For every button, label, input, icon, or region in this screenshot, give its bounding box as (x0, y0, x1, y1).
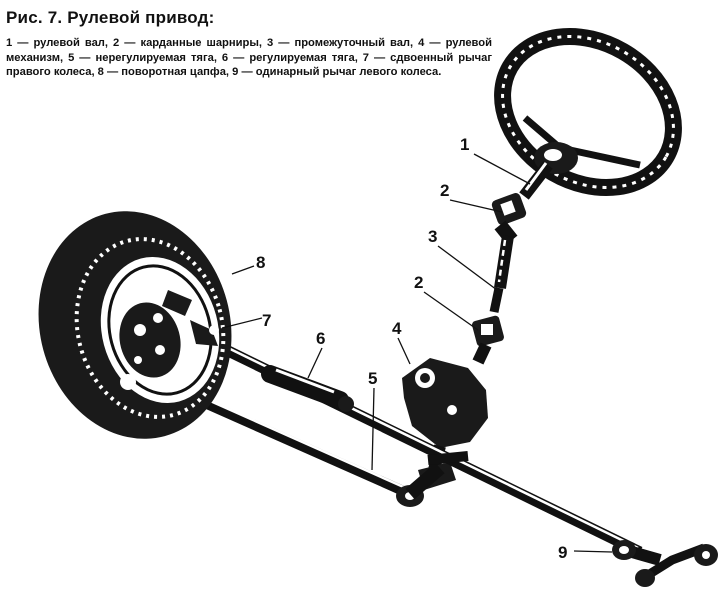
upper-cardan-joint (491, 193, 527, 245)
single-lever (612, 540, 718, 587)
pitman-arm (405, 451, 469, 500)
callout-8: 8 (256, 253, 265, 272)
double-lever (190, 320, 219, 346)
callout-9: 9 (558, 543, 567, 562)
callout-2-upper: 2 (440, 181, 449, 200)
figure-caption: 1 — рулевой вал, 2 — карданные шарниры, … (6, 37, 492, 78)
steering-wheel (494, 28, 682, 196)
callout-2-lower: 2 (414, 273, 423, 292)
callout-4: 4 (392, 319, 402, 338)
callout-1: 1 (460, 135, 469, 154)
callout-7: 7 (262, 311, 271, 330)
lower-cardan-joint (472, 315, 504, 365)
right-wheel (38, 211, 232, 439)
figure-title: Рис. 7. Рулевой привод: (6, 8, 215, 27)
callout-3: 3 (428, 227, 437, 246)
callout-6: 6 (316, 329, 325, 348)
callout-5: 5 (368, 369, 377, 388)
adjustable-tie-rod (261, 365, 354, 412)
steering-shaft (519, 161, 553, 200)
intermediate-shaft (489, 235, 514, 313)
leader-lines (221, 153, 613, 553)
